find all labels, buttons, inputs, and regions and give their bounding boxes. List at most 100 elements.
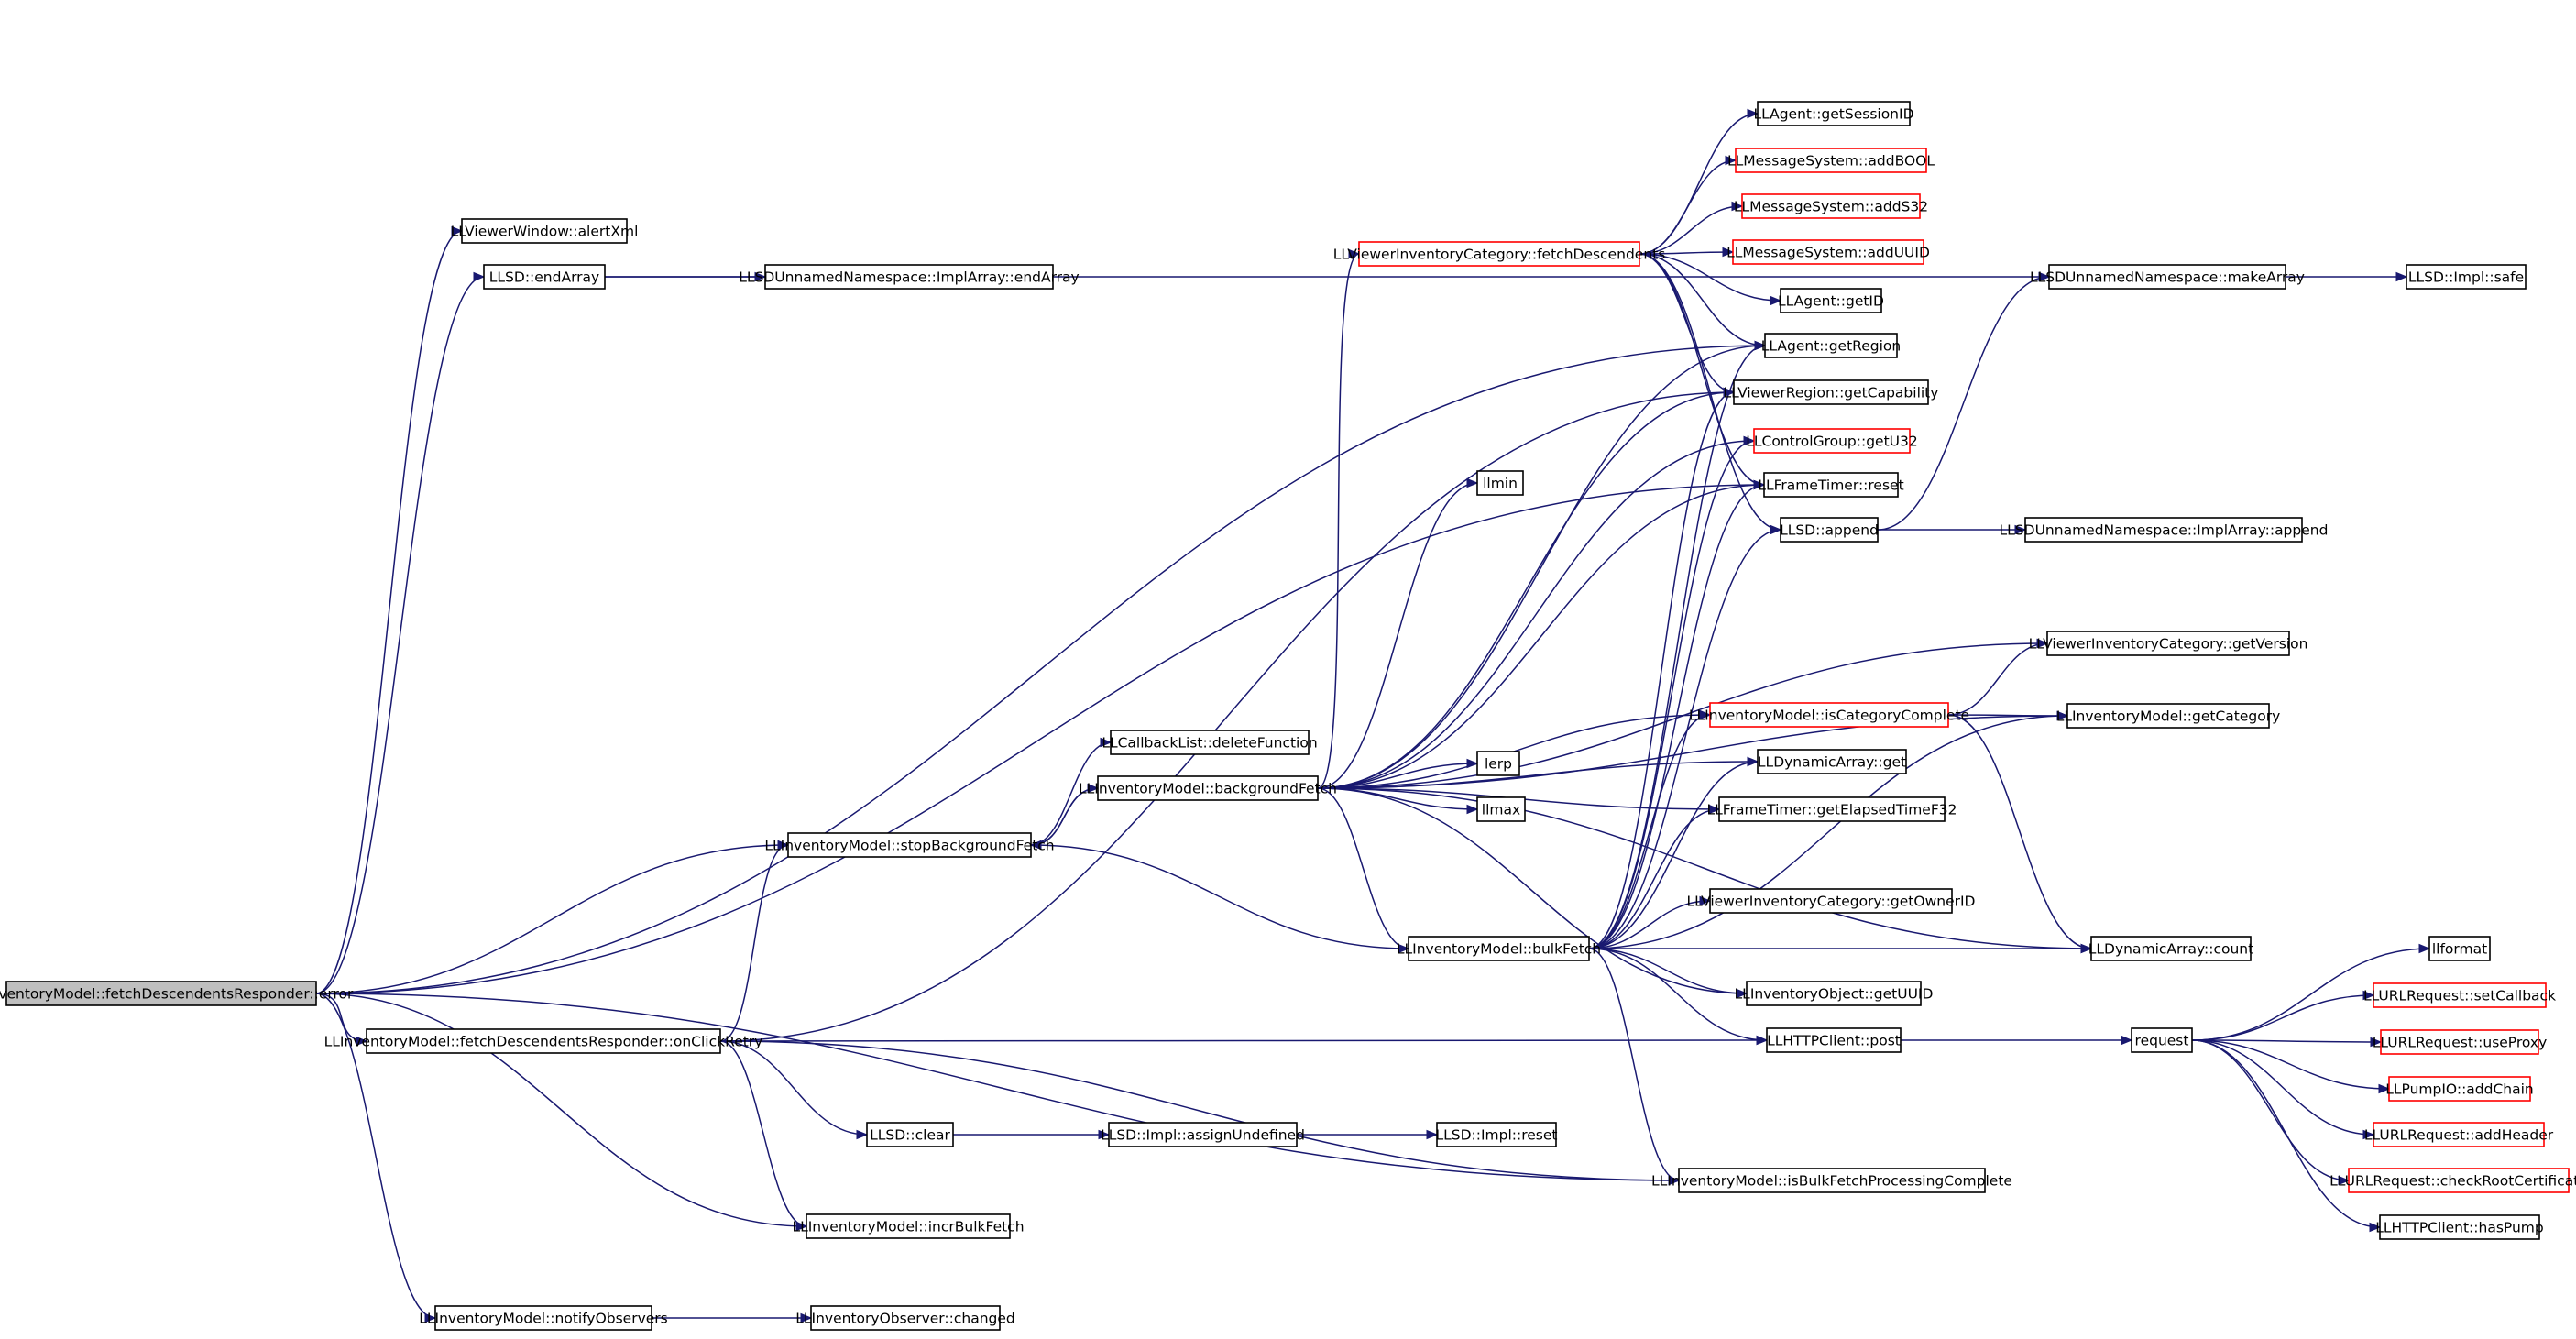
node-box <box>2373 1122 2545 1147</box>
node-dynCount[interactable]: LLDynamicArray::count <box>2088 936 2253 961</box>
node-request[interactable]: request <box>2131 1027 2193 1053</box>
node-frameReset[interactable]: LLFrameTimer::reset <box>1758 472 1904 498</box>
node-box <box>1476 796 1526 822</box>
node-box <box>2090 936 2252 961</box>
edge-request-to-useProxy <box>2191 1037 2383 1048</box>
node-makeArray[interactable]: LLSDUnnamedNamespace::makeArray <box>2030 264 2305 290</box>
edge-bulkFetch-to-stopBackgroundFetch <box>1029 840 1409 949</box>
node-getElapsed[interactable]: LLFrameTimer::getElapsedTimeF32 <box>1707 796 1957 822</box>
edge-arrowhead <box>1699 895 1712 906</box>
node-getID[interactable]: LLAgent::getID <box>1778 288 1884 313</box>
edge-arrowhead <box>1747 108 1759 119</box>
edge-layer <box>315 108 2431 1323</box>
edge-line <box>719 1040 807 1227</box>
node-backgroundFetch[interactable]: LLInventoryModel::backgroundFetch <box>1079 775 1337 801</box>
node-label: LLInventoryModel::isBulkFetchProcessingC… <box>1651 1173 2012 1190</box>
node-root[interactable]: LLInventoryModel::fetchDescendentsRespon… <box>0 981 354 1006</box>
node-getSessionID[interactable]: LLAgent::getSessionID <box>1753 101 1914 126</box>
node-box <box>366 1028 721 1054</box>
edge-line <box>1030 787 1099 846</box>
node-notifyObservers[interactable]: LLInventoryModel::notifyObservers <box>419 1305 668 1331</box>
node-getU32[interactable]: LLControlGroup::getU32 <box>1746 428 1918 454</box>
node-label: LLFrameTimer::getElapsedTimeF32 <box>1707 802 1957 818</box>
node-incrBulkFetch[interactable]: LLInventoryModel::incrBulkFetch <box>792 1213 1025 1239</box>
edge-llsdClear-to-assignUndefined <box>953 1129 1111 1140</box>
node-box <box>866 1122 954 1147</box>
edge-arrowhead <box>800 1312 813 1323</box>
node-addHeader[interactable]: LLURLRequest::addHeader <box>2364 1122 2554 1147</box>
edge-arrowhead <box>2395 271 2408 282</box>
node-getRegion[interactable]: LLAgent::getRegion <box>1761 333 1901 358</box>
node-llsdAppend[interactable]: LLSD::append <box>1780 517 1879 543</box>
node-label: LLURLRequest::addHeader <box>2364 1127 2554 1144</box>
node-changed[interactable]: LLInventoryObserver::changed <box>795 1305 1015 1331</box>
edge-arrowhead <box>1743 435 1756 446</box>
edge-arrowhead <box>1770 295 1782 306</box>
node-endArray[interactable]: LLSD::endArray <box>483 264 606 290</box>
edge-arrowhead <box>1725 155 1737 166</box>
edge-line <box>1639 253 1766 346</box>
edge-llsdAppend-to-makeArray <box>1877 271 2051 531</box>
edge-arrowhead <box>1100 737 1113 748</box>
node-getCategory[interactable]: LLInventoryModel::getCategory <box>2056 703 2281 729</box>
node-onClickRetry[interactable]: LLInventoryModel::fetchDescendentsRespon… <box>324 1028 763 1054</box>
edge-line <box>1639 253 1765 486</box>
node-llmin[interactable]: llmin <box>1476 470 1524 496</box>
node-label: LLViewerInventoryCategory::fetchDescende… <box>1333 247 1666 263</box>
edge-isCategoryComplete-to-getCategory <box>1947 710 2069 721</box>
edge-request-to-checkRootCert <box>2191 1039 2351 1186</box>
node-addChain[interactable]: LLPumpIO::addChain <box>2385 1076 2534 1102</box>
node-dynGet[interactable]: LLDynamicArray::get <box>1757 749 1907 774</box>
node-box <box>1436 1122 1557 1147</box>
node-label: LLInventoryModel::stopBackgroundFetch <box>764 838 1054 854</box>
node-label: LLURLRequest::useProxy <box>2373 1035 2548 1051</box>
node-isCategoryComplete[interactable]: LLInventoryModel::isCategoryComplete <box>1689 702 1969 728</box>
node-bulkFetch[interactable]: LLInventoryModel::bulkFetch <box>1397 936 1601 961</box>
edge-arrowhead <box>1731 201 1744 212</box>
node-label: LLInventoryModel::fetchDescendentsRespon… <box>0 986 354 1003</box>
edge-arrowhead <box>795 1221 808 1232</box>
node-llmax[interactable]: llmax <box>1476 796 1526 822</box>
edge-line <box>315 993 807 1227</box>
node-setCallback[interactable]: LLURLRequest::setCallback <box>2363 982 2556 1008</box>
node-fetchDescendents[interactable]: LLViewerInventoryCategory::fetchDescende… <box>1333 241 1666 267</box>
node-box <box>2348 1168 2570 1193</box>
node-getVersion[interactable]: LLViewerInventoryCategory::getVersion <box>2029 631 2308 656</box>
edge-backgroundFetch-to-getU32 <box>1317 435 1756 789</box>
node-box <box>1757 749 1907 774</box>
edge-line <box>1030 741 1112 846</box>
node-stopBackgroundFetch[interactable]: LLInventoryModel::stopBackgroundFetch <box>764 832 1055 858</box>
node-getCapability[interactable]: LLViewerRegion::getCapability <box>1724 379 1939 405</box>
node-getOwnerID[interactable]: LLViewerInventoryCategory::getOwnerID <box>1687 888 1976 914</box>
node-lerp[interactable]: lerp <box>1476 751 1520 776</box>
node-isBulkComplete[interactable]: LLInventoryModel::isBulkFetchProcessingC… <box>1651 1168 2012 1193</box>
node-implSafe[interactable]: LLSD::Impl::safe <box>2406 264 2527 290</box>
node-httpPost[interactable]: LLHTTPClient::post <box>1766 1027 1902 1053</box>
node-box <box>1718 796 1946 822</box>
node-useProxy[interactable]: LLURLRequest::useProxy <box>2373 1029 2548 1055</box>
node-deleteFunction[interactable]: LLCallbackList::deleteFunction <box>1102 730 1318 755</box>
node-addUUID[interactable]: LLMessageSystem::addUUID <box>1726 239 1930 265</box>
node-box <box>1476 751 1520 776</box>
node-implEndArray[interactable]: LLSDUnnamedNamespace::ImplArray::endArra… <box>739 264 1080 290</box>
edge-line <box>1947 714 2068 717</box>
node-getUUID[interactable]: LLInventoryObject::getUUID <box>1735 981 1934 1006</box>
node-label: LLPumpIO::addChain <box>2385 1081 2534 1098</box>
node-implAppend[interactable]: LLSDUnnamedNamespace::ImplArray::append <box>2000 517 2329 543</box>
node-addBOOL[interactable]: LLMessageSystem::addBOOL <box>1727 148 1935 173</box>
node-alertXml[interactable]: LLViewerWindow::alertXml <box>451 218 639 244</box>
edge-isCategoryComplete-to-dynCount <box>1947 714 2093 954</box>
node-addS32[interactable]: LLMessageSystem::addS32 <box>1734 193 1928 219</box>
edge-arrowhead <box>356 1036 368 1047</box>
node-llsdClear[interactable]: LLSD::clear <box>866 1122 954 1147</box>
node-hasPump[interactable]: LLHTTPClient::hasPump <box>2375 1214 2544 1240</box>
node-label: LLSD::Impl::assignUndefined <box>1101 1127 1305 1144</box>
node-assignUndefined[interactable]: LLSD::Impl::assignUndefined <box>1101 1122 1305 1147</box>
node-label: LLInventoryModel::backgroundFetch <box>1079 781 1337 797</box>
edge-line <box>719 391 1735 1042</box>
edge-line <box>1588 440 1755 949</box>
node-llformat[interactable]: llformat <box>2428 936 2491 961</box>
node-box <box>1709 702 1949 728</box>
node-implReset[interactable]: LLSD::Impl::reset <box>1435 1122 1558 1147</box>
node-checkRootCert[interactable]: LLURLRequest::checkRootCertificate <box>2329 1168 2576 1193</box>
